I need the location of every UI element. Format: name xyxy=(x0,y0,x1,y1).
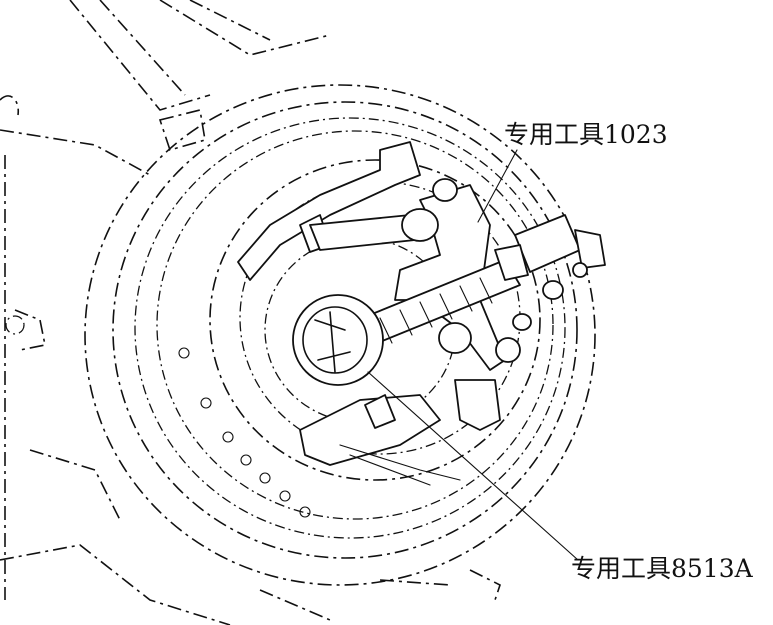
engine-block-outline xyxy=(0,0,501,625)
leader-line-1023 xyxy=(477,149,518,223)
tool-8513a-socket xyxy=(292,294,384,386)
tool-1023-holder xyxy=(237,141,521,486)
tool-8513a-label: 专用工具8513A xyxy=(571,554,753,583)
tool-1023-label: 专用工具1023 xyxy=(504,120,668,149)
tool-screw xyxy=(344,214,606,351)
leader-line-8513a xyxy=(367,371,579,561)
pulley-bolt-holes xyxy=(178,347,311,518)
